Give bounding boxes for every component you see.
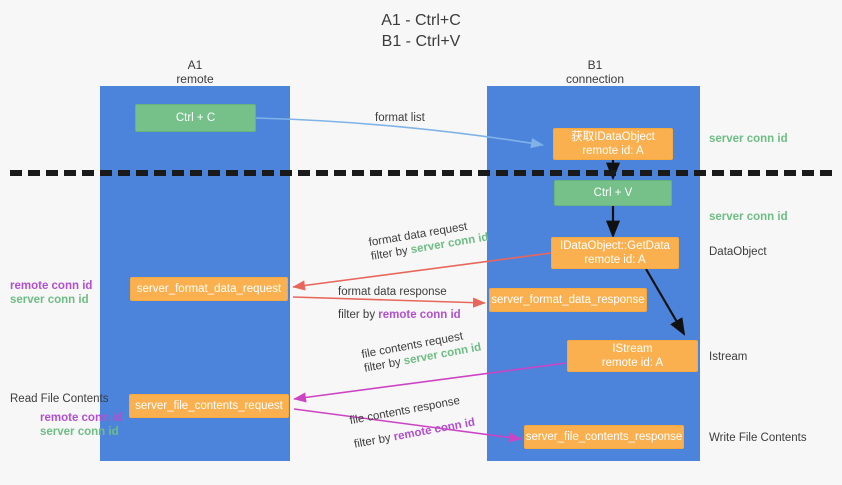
right-label-write-file-contents: Write File Contents (709, 432, 807, 444)
lane-b1-name: B1 (587, 58, 603, 72)
node-server-file-contents-request-label: server_file_contents_request (135, 400, 283, 412)
node-ctrl-v-label: Ctrl + V (593, 187, 633, 199)
left-server-conn-id-top: server conn id (10, 294, 89, 306)
node-ctrl-c[interactable]: Ctrl + C (135, 104, 256, 132)
left-heading-read-file-contents: Read File Contents (10, 393, 109, 405)
edge-label-format-list: format list (375, 112, 425, 124)
node-istream-line2: remote id: A (601, 357, 664, 369)
left-remote-conn-id-bottom: remote conn id (40, 412, 123, 424)
edge-label-format-data-request: format data request filter by server con… (368, 217, 490, 264)
filter-by-text: filter by (338, 309, 379, 321)
node-idataobject-getdata[interactable]: IDataObject::GetData remote id: A (551, 237, 679, 269)
edge-label-file-contents-response: file contents response filter by remote … (349, 392, 477, 452)
right-label-server-conn-id-top: server conn id (709, 133, 788, 145)
node-istream[interactable]: IStream remote id: A (567, 340, 698, 372)
lane-a1-role: remote (176, 72, 214, 86)
diagram-title: A1 - Ctrl+C B1 - Ctrl+V (0, 10, 842, 52)
node-server-file-contents-response[interactable]: server_file_contents_response (524, 425, 684, 449)
left-label-group-top: remote conn id server conn id (10, 279, 92, 307)
lane-header-b1: B1 connection (520, 58, 670, 86)
node-server-file-contents-response-label: server_file_contents_response (525, 431, 683, 443)
node-server-format-data-response[interactable]: server_format_data_response (489, 288, 647, 312)
lane-a1-name: A1 (187, 58, 203, 72)
right-label-istream: Istream (709, 351, 748, 363)
left-label-group-bottom: Read File Contents remote conn id server… (10, 392, 122, 439)
node-ctrl-v[interactable]: Ctrl + V (554, 180, 672, 206)
edge-label-format-data-response: format data response filter by remote co… (338, 285, 461, 322)
edge-label-file-contents-request: file contents request filter by server c… (360, 327, 483, 376)
right-label-server-conn-id-mid: server conn id (709, 211, 788, 223)
node-get-idataobject-line1: 获取IDataObject (571, 131, 655, 143)
format-data-response-filter: filter by remote conn id (338, 308, 461, 322)
node-server-format-data-response-label: server_format_data_response (491, 294, 645, 306)
remote-conn-id-token: remote conn id (392, 416, 476, 444)
node-getdata-line1: IDataObject::GetData (560, 240, 670, 252)
node-istream-line1: IStream (612, 343, 653, 355)
format-data-response-text: format data response (338, 286, 447, 298)
node-server-format-data-request-label: server_format_data_request (136, 283, 282, 295)
node-get-idataobject-line2: remote id: A (582, 145, 644, 157)
node-server-file-contents-request[interactable]: server_file_contents_request (129, 394, 289, 418)
right-label-dataobject: DataObject (709, 246, 767, 258)
phase-separator (10, 170, 832, 176)
remote-conn-id-token: remote conn id (378, 309, 461, 321)
lane-header-a1: A1 remote (120, 58, 270, 86)
node-ctrl-c-label: Ctrl + C (175, 112, 216, 124)
node-get-idataobject[interactable]: 获取IDataObject remote id: A (553, 128, 673, 160)
node-server-format-data-request[interactable]: server_format_data_request (130, 277, 288, 301)
lane-b1-role: connection (565, 72, 625, 86)
title-line-2: B1 - Ctrl+V (381, 33, 461, 50)
node-getdata-line2: remote id: A (584, 254, 646, 266)
left-server-conn-id-bottom: server conn id (40, 426, 119, 438)
left-remote-conn-id-top: remote conn id (10, 280, 93, 292)
title-line-1: A1 - Ctrl+C (381, 12, 461, 29)
filter-by-text: filter by (353, 431, 395, 451)
